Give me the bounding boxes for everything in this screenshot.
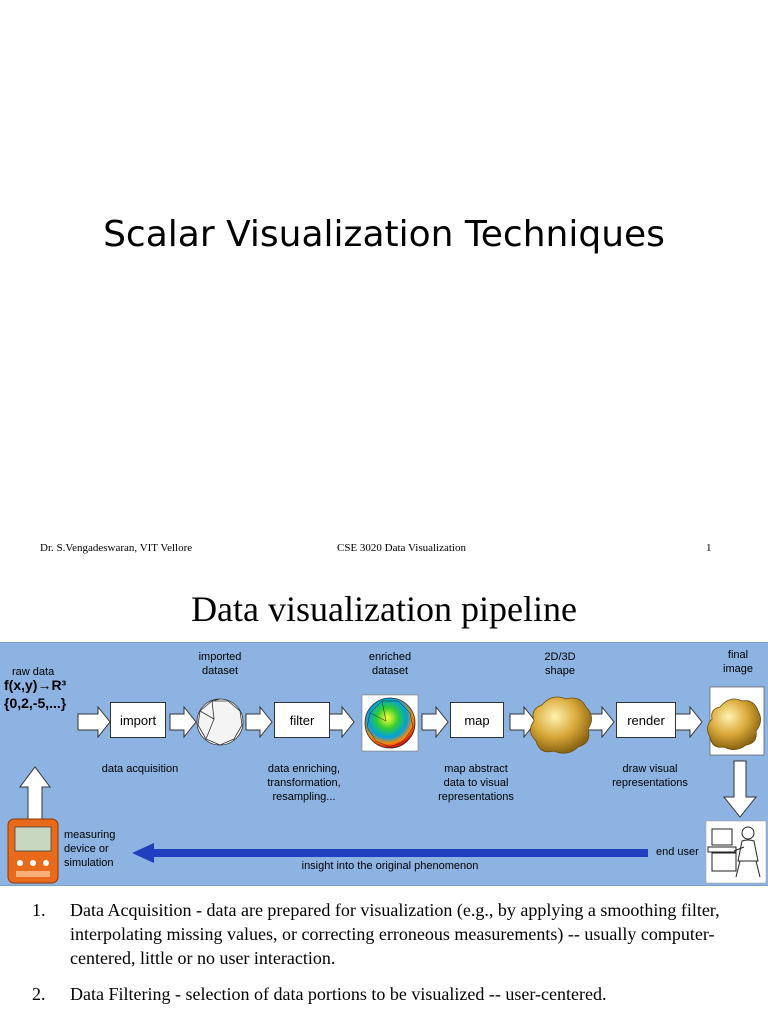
list-item-number: 1. xyxy=(32,900,46,920)
arrow-enriched-to-map xyxy=(421,705,449,739)
function-notation: f(x,y)→R³ {0,2,-5,...} xyxy=(4,676,66,712)
pipeline-diagram xyxy=(0,642,768,886)
acquisition-description: data acquisition xyxy=(101,763,179,775)
raw-data-label: raw data xyxy=(12,666,55,678)
arrow-raw-to-import xyxy=(77,705,111,739)
enriched-dataset-label: enriched dataset xyxy=(368,651,412,677)
arrow-filter-to-enriched xyxy=(327,705,355,739)
measuring-device-icon xyxy=(7,818,59,884)
import-box: import xyxy=(110,702,166,738)
function-values: {0,2,-5,...} xyxy=(4,695,67,711)
insight-label: insight into the original phenomenon xyxy=(301,860,479,872)
colored-sphere-icon xyxy=(361,694,419,752)
render-box: render xyxy=(616,702,676,738)
pipeline-graphics xyxy=(7,686,767,884)
slide-title: Scalar Visualization Techniques xyxy=(103,214,665,255)
footer-course: CSE 3020 Data Visualization xyxy=(337,542,466,554)
list-item: 1. Data Acquisition - data are prepared … xyxy=(32,898,752,970)
filter-box: filter xyxy=(274,702,330,738)
final-image-label: final image xyxy=(723,649,753,675)
pipeline-steps-list: 1. Data Acquisition - data are prepared … xyxy=(32,898,752,1018)
shape-label: 2D/3D shape xyxy=(544,651,576,677)
arrow-down-to-user xyxy=(722,760,758,818)
map-description: map abstract data to visual representati… xyxy=(438,763,514,803)
list-item-term: Data Filtering - xyxy=(70,984,181,1004)
end-user-label: end user xyxy=(656,846,699,858)
list-item-number: 2. xyxy=(32,984,46,1004)
arrow-map-to-shape xyxy=(509,705,537,739)
blob-shape-icon xyxy=(530,696,592,754)
arrow-render-to-final xyxy=(673,705,703,739)
list-item-body: Data Acquisition - data are prepared for… xyxy=(70,898,752,970)
list-item-body: Data Filtering - selection of data porti… xyxy=(70,982,606,1006)
imported-dataset-label: imported dataset xyxy=(198,651,242,677)
map-box: map xyxy=(450,702,504,738)
render-description: draw visual representations xyxy=(612,763,688,789)
hollow-arrows xyxy=(19,705,758,830)
final-image-icon xyxy=(707,686,765,756)
function-expression: f(x,y)→R³ xyxy=(4,677,67,693)
feedback-arrow xyxy=(132,843,648,863)
measuring-device-label: measuring device or simulation xyxy=(64,829,116,869)
list-item: 2. Data Filtering - selection of data po… xyxy=(32,982,752,1006)
footer-author: Dr. S.Vengadeswaran, VIT Vellore xyxy=(40,542,193,554)
pipeline-title: Data visualization pipeline xyxy=(191,589,577,629)
end-user-computer-icon xyxy=(705,820,767,884)
arrow-dataset-to-filter xyxy=(245,705,273,739)
arrow-import-to-dataset xyxy=(169,705,197,739)
list-item-text: - data are prepared for visualization (e… xyxy=(70,900,720,968)
footer-page-number: 1 xyxy=(706,542,712,554)
filter-description: data enriching, transformation, resampli… xyxy=(267,763,341,803)
list-item-term: Data Acquisition xyxy=(70,900,192,920)
arrow-shape-to-render xyxy=(587,705,615,739)
wireframe-sphere-icon xyxy=(196,698,244,746)
list-item-text: selection of data portions to be visuali… xyxy=(180,984,607,1004)
